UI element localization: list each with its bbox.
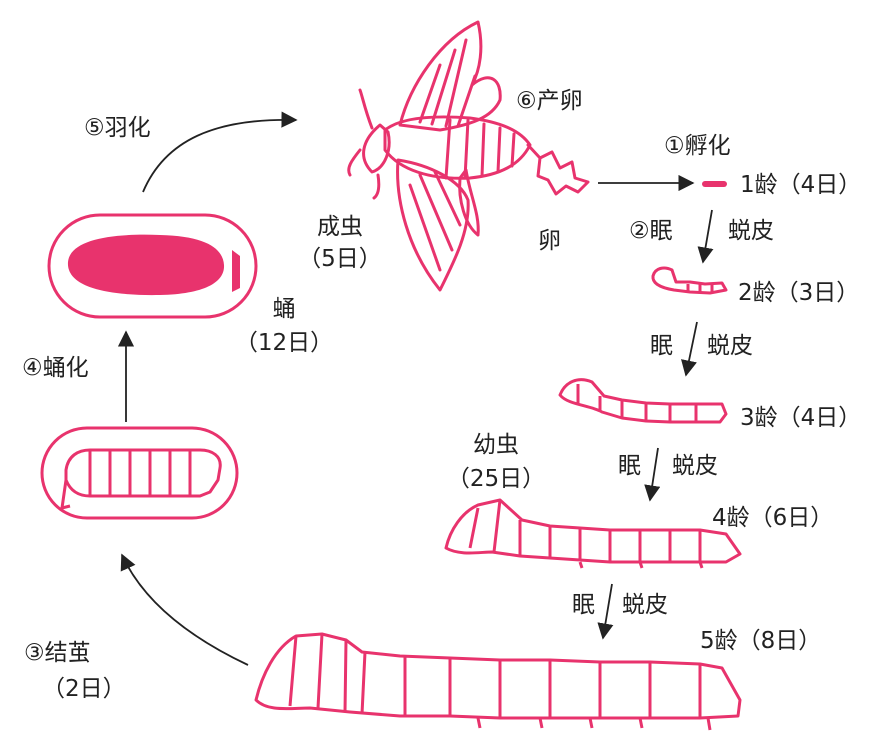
adult-name: 成虫 — [317, 214, 363, 240]
pupa-in-cocoon — [47, 213, 258, 319]
molt-1-sleep-label: ②眠 — [629, 218, 673, 244]
arrow-eclose — [142, 111, 298, 193]
step-cocoon-label: ③结茧 — [24, 640, 91, 666]
egg-larva-instar-1 — [702, 181, 727, 187]
egg-label: 卵 — [538, 228, 561, 254]
larva-instar-2 — [651, 266, 728, 295]
instar-5-label: 5龄（8日） — [700, 628, 822, 654]
larva-instar-4 — [444, 498, 742, 569]
molt-1-shed-label: 蜕皮 — [728, 218, 774, 244]
pupa-stage-label: 蛹 （12日） — [228, 296, 340, 356]
arrow-molt-2 — [681, 321, 698, 377]
molt-4-sleep-label: 眠 — [572, 592, 595, 618]
adult-days: （5日） — [298, 246, 382, 272]
pupa-days: （12日） — [234, 330, 334, 356]
larva-stage-label: 幼虫 （25日） — [440, 432, 552, 492]
adult-stage-label: 成虫 （5日） — [292, 214, 388, 272]
cocoon-with-larva — [40, 426, 239, 520]
larva-instar-5 — [254, 632, 742, 731]
pupa-name: 蛹 — [272, 296, 296, 322]
arrow-molt-1 — [697, 209, 714, 264]
instar-2-label: 2龄（3日） — [738, 280, 860, 306]
molt-3-shed-label: 蜕皮 — [672, 453, 718, 479]
instar-4-label: 4龄（6日） — [712, 505, 834, 531]
step-lay-eggs-label: ⑥产卵 — [516, 88, 583, 114]
instar-1-label: 1龄（4日） — [740, 172, 862, 198]
larva-days: （25日） — [446, 466, 546, 492]
instar-3-label: 3龄（4日） — [740, 405, 862, 431]
arrow-cocoon — [120, 553, 249, 666]
molt-4-shed-label: 蜕皮 — [622, 592, 668, 618]
step-pupate-label: ④蛹化 — [22, 355, 89, 381]
moth — [347, 20, 590, 292]
cocoon-days-label: （2日） — [42, 676, 126, 702]
step-eclose-label: ⑤羽化 — [84, 115, 151, 141]
molt-3-sleep-label: 眠 — [618, 453, 641, 479]
larva-instar-3 — [558, 378, 728, 424]
step-hatch-label: ①孵化 — [664, 133, 731, 159]
molt-2-sleep-label: 眠 — [650, 333, 673, 359]
arrow-molt-4 — [597, 583, 614, 640]
molt-2-shed-label: 蜕皮 — [707, 333, 753, 359]
larva-name: 幼虫 — [473, 432, 519, 458]
arrow-molt-3 — [644, 447, 661, 502]
